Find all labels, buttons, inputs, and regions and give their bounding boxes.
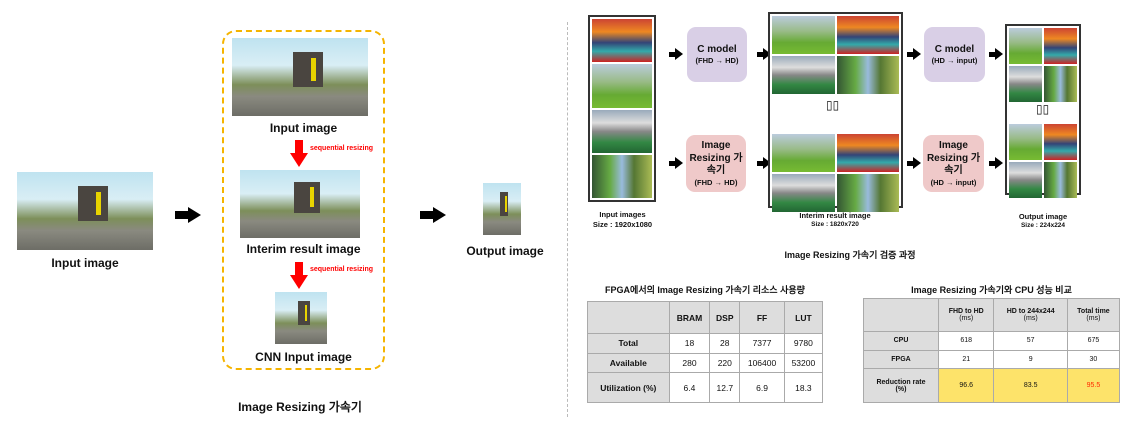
c-model-fhd-hd: C model(FHD → HD) — [687, 27, 747, 82]
arrow-right-icon — [989, 48, 1003, 61]
compare-glyph: ▯▯ — [1036, 102, 1050, 116]
arrow-right-icon — [989, 157, 1003, 170]
red-arrow-down-icon — [290, 140, 308, 168]
arrow-right-icon — [907, 157, 921, 170]
red-arrow-down-icon — [290, 262, 308, 290]
sequential-resizing-label: sequential resizing — [310, 145, 374, 152]
arrow-right-icon — [757, 48, 771, 61]
input-images-frame — [588, 15, 656, 202]
resource-table-title: FPGA에서의 Image Resizing 가속기 리소스 사용량 — [605, 285, 805, 295]
sequential-resizing-label: sequential resizing — [310, 266, 374, 273]
accelerator-fhd-hd: Image Resizing 가속기(FHD → HD) — [686, 135, 746, 192]
perf-table-title: Image Resizing 가속기와 CPU 성능 비교 — [911, 285, 1072, 295]
flow-title: Image Resizing 가속기 검증 과정 — [784, 250, 916, 260]
resizing-accelerator-box — [222, 30, 385, 370]
left-caption: Image Resizing 가속기 — [238, 400, 362, 414]
interim-frame-top — [768, 12, 903, 212]
output-label: Output image — [466, 244, 544, 258]
arrow-right-icon — [420, 207, 446, 223]
accelerator-hd-input: Image Resizing 가속기(HD → input) — [923, 135, 984, 192]
cnn-input-label: CNN Input image — [255, 350, 352, 364]
arrow-right-icon — [669, 157, 683, 170]
arrow-right-icon — [757, 157, 771, 170]
input-image-label: Input image — [51, 256, 119, 270]
compare-glyph: ▯▯ — [826, 98, 840, 112]
box-input-image — [232, 38, 368, 116]
c-model-hd-input: C model(HD → input) — [924, 27, 985, 82]
divider — [567, 22, 568, 417]
arrow-right-icon — [175, 207, 201, 223]
interim-image — [240, 170, 360, 238]
arrow-right-icon — [907, 48, 921, 61]
output-image — [483, 183, 521, 235]
cnn-input-image — [275, 292, 327, 344]
perf-table: FHD to HD(ms) HD to 244x244(ms) Total ti… — [863, 298, 1121, 403]
arrow-right-icon — [669, 48, 683, 61]
box-input-label: Input image — [269, 121, 338, 135]
output-frame — [1005, 24, 1081, 198]
input-image — [17, 172, 153, 250]
interim-label: Interim result image — [246, 242, 361, 256]
